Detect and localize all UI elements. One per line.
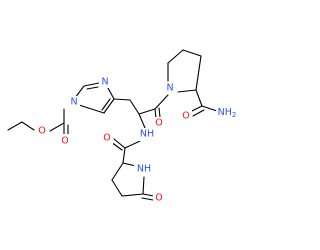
bond-imid-c2-n3 [83,82,100,87]
amide-nh-text: NH [218,107,232,118]
bond-pro-c3-c2 [195,55,202,91]
carbamate-oxygen-label: O [61,136,68,147]
amide-oxygen-label: O [182,111,189,122]
atom-labels: O O N N O N O NH2 [36,76,240,204]
atom-pyro-co-o: O [101,132,113,144]
atom-imid-n1: N [68,96,80,108]
bond-imid-c4-c5-double [101,98,111,111]
atom-amide-o: O [180,110,192,122]
bond-pro-c4-c3 [182,49,202,57]
bond-imid-c2-n3-double [86,86,99,90]
atom-ester-o1: O [36,125,48,137]
lactam-oxygen-label: O [155,193,162,204]
bond-lactam-c-o [142,193,155,197]
imidazole-n3-label: N [101,77,108,88]
bond-his-c-o-double [158,107,161,118]
molecule-structure: O O N N O N O NH2 [7,49,240,204]
bond-pyro-cd-n [142,176,145,195]
bond-his-c-o [154,108,157,119]
atom-amide-nh2: NH2 [216,105,240,119]
bond-pyro-n-ca [122,162,137,167]
bond-amide-c-n [201,105,218,112]
pyroglutamyl-carbonyl-oxygen-label: O [103,133,110,144]
bond-cb-ca [129,99,140,115]
bond-pyro-ca-cb [111,162,124,181]
bond-ester-o-c [49,122,65,132]
bond-his-c-pro-n [154,94,169,110]
ester-oxygen-label: O [38,126,45,137]
bond-amide-c-o-double [192,109,205,117]
amide-nh2-subscript: 2 [232,111,236,119]
proline-nitrogen-label: N [166,83,173,94]
pyroglutamate-nh-label: NH [137,164,151,175]
bond-pro-c5-c4 [167,49,184,64]
atom-pyro-nh: NH [134,163,154,176]
atom-his-nh: NH [137,128,157,141]
atom-imid-n3: N [99,76,111,88]
bond-ca-co [138,108,156,115]
bond-ethyl-ch2 [21,121,35,131]
bond-pro-c2-amide-c [195,89,203,107]
bond-imid-c5-n1 [78,104,105,114]
bond-ethyl-ch3 [7,121,23,131]
bond-nh-pyro-co [124,140,141,149]
atom-ester-o2: O [59,134,71,147]
amide-nh2-label: NH2 [218,107,237,120]
bond-imid-c4-c5 [103,98,115,114]
atom-his-co-o: O [153,117,165,129]
bond-pyro-co-o [113,138,126,149]
imidazole-n1-label: N [70,97,77,108]
histidine-nh-label: NH [140,129,154,140]
bonds [7,49,218,201]
histidine-carbonyl-oxygen-label: O [155,118,162,129]
bond-pro-n-c2 [177,89,197,93]
bond-lactam-c-o-double [141,197,154,201]
bond-pyro-co-ca [122,147,126,164]
bond-imid-n3-c4 [107,87,115,100]
bond-imid-c4-cb [113,98,131,101]
bond-pyro-cg-cd [121,193,144,197]
atom-lactam-o: O [153,192,165,204]
atom-pro-n: N [164,82,176,94]
bond-pyro-cb-cg [111,179,123,197]
bond-ca-nh [138,113,146,129]
